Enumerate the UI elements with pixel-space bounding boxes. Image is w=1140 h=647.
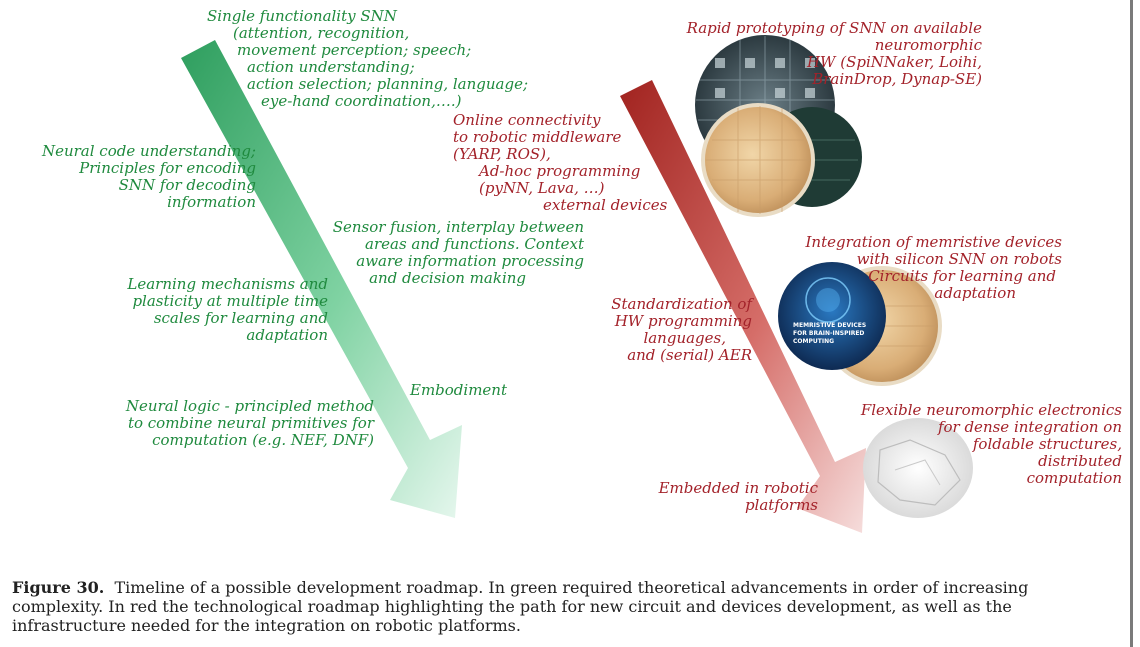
figure-caption: Figure 30. Timeline of a possible develo…: [12, 578, 1122, 635]
page-edge: [1130, 0, 1133, 647]
sensor-fusion-label: Sensor fusion, interplay between areas a…: [332, 218, 584, 287]
book-cover-image: [778, 262, 886, 370]
arrows-and-images: [181, 35, 973, 533]
figure-caption-text: Timeline of a possible development roadm…: [12, 578, 1029, 635]
neural-code-label: Neural code understanding; Principles fo…: [41, 142, 256, 211]
green-arrow: [181, 40, 462, 518]
figure-caption-label: Figure 30.: [12, 578, 105, 597]
memristive-label: Integration of memristive devices with s…: [805, 233, 1062, 302]
flexible-electronics-image: [863, 418, 973, 518]
neural-logic-label: Neural logic - principled method to comb…: [125, 397, 374, 449]
standardization-label: Standardization of HW programming langua…: [611, 295, 752, 364]
red-arrow: [620, 80, 866, 533]
book-cover-lettering: MEMRISTIVE DEVICES FOR BRAIN-INSPIRED CO…: [793, 322, 867, 345]
flexible-electronics-label: Flexible neuromorphic electronics for de…: [860, 401, 1122, 487]
rapid-prototyping-label: Rapid prototyping of SNN on available ne…: [686, 19, 982, 88]
embedded-label: Embedded in robotic platforms: [658, 479, 818, 514]
single-functionality-label: Single functionality SNN (attention, rec…: [207, 7, 529, 110]
roadmap-figure: MEMRISTIVE DEVICES FOR BRAIN-INSPIRED CO…: [41, 7, 1122, 533]
online-connectivity-label: Online connectivity to robotic middlewar…: [453, 111, 668, 214]
embodiment-label: Embodiment: [410, 381, 507, 399]
learning-label: Learning mechanisms and plasticity at mu…: [127, 275, 328, 344]
wafer-image: [701, 103, 815, 217]
